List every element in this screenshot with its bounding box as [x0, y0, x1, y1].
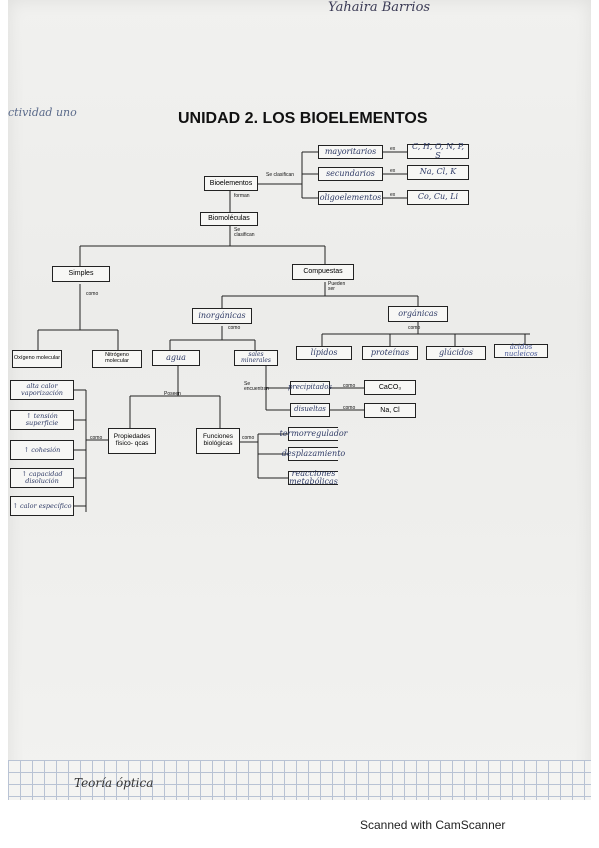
label-como-dis: como — [343, 405, 356, 411]
node-acidos-nucleicos: ácidos nucleicos — [494, 343, 548, 358]
node-proteinas: proteínas — [362, 346, 418, 360]
node-prop-alta-calor: alta calor vaporización — [10, 380, 74, 400]
scanned-paper — [8, 0, 591, 800]
node-propiedades: Propiedades físico- qcas — [108, 428, 156, 454]
label-se-clasifican-2: Se clasifican — [234, 227, 255, 239]
node-biomoleculas: Biomoléculas — [200, 212, 258, 226]
page-title: UNIDAD 2. LOS BIOELEMENTOS — [178, 110, 428, 127]
activity-label: ctividad uno — [8, 106, 77, 119]
label-se-clasifican: Se clasifican — [266, 172, 295, 178]
node-prop-tension: ↑ tensión superficie — [10, 410, 74, 430]
node-organicas: orgánicas — [388, 306, 448, 322]
label-ex-3: ex — [390, 192, 396, 198]
label-pueden-ser: Pueden ser — [328, 281, 346, 293]
scanner-credit: Scanned with CamScanner — [360, 818, 506, 832]
node-nitrogeno: Nitrógeno molecular — [92, 350, 142, 368]
node-ex-mayoritarios: C, H, O, N, P, S — [407, 142, 469, 159]
node-funciones: Funciones biológicas — [196, 428, 240, 454]
node-secundarios: secundarios — [318, 167, 383, 181]
node-compuestas: Compuestas — [292, 264, 354, 280]
node-oxigeno: Oxígeno molecular — [12, 350, 62, 368]
node-mayoritarios: mayoritarios — [318, 145, 383, 159]
label-ex-1: ex — [390, 146, 396, 152]
node-disueltas: disueltas — [290, 403, 330, 417]
node-precipitados: precipitados — [288, 381, 332, 395]
label-como-organicas: como — [408, 325, 421, 331]
node-nacl: Na, Cl — [364, 403, 416, 418]
label-como-prec: como — [343, 383, 356, 389]
node-bioelementos: Bioelementos — [204, 176, 258, 191]
node-termorregulador: termorregulador — [280, 427, 347, 441]
node-caco3: CaCO₃ — [364, 380, 416, 395]
node-prop-calor-especifico: ↑ calor específico — [10, 496, 74, 516]
label-poseen: Poseen — [164, 391, 181, 397]
label-como-simples: como — [86, 291, 99, 297]
node-agua: agua — [152, 350, 200, 366]
node-glucidos: glúcidos — [426, 346, 486, 360]
node-ex-oligoelementos: Co, Cu, Li — [407, 190, 469, 205]
node-ex-secundarios: Na, Cl, K — [407, 165, 469, 180]
node-prop-disolucion: ↑ capacidad disolución — [10, 468, 74, 488]
notebook-grid-strip — [8, 760, 591, 800]
label-se-encuentran: Se encuentran — [244, 381, 270, 393]
node-reacciones: reacciones metabólicas — [288, 468, 338, 486]
node-lipidos: lípidos — [296, 346, 352, 360]
node-simples: Simples — [52, 266, 110, 282]
label-ex-2: ex — [390, 168, 396, 174]
label-forman: forman — [234, 193, 250, 199]
node-prop-cohesion: ↑ cohesión — [10, 440, 74, 460]
bottom-handwriting: Teoría óptica — [74, 776, 154, 790]
student-name: Yahaira Barrios — [328, 0, 431, 15]
label-como-inorganicas: como — [228, 325, 241, 331]
node-desplazamiento: desplazamiento — [282, 447, 345, 461]
node-sales: sales minerales — [234, 350, 278, 366]
node-oligoelementos: oligoelementos — [318, 191, 383, 205]
label-como-func: como — [242, 435, 255, 441]
label-como-prop: como — [90, 435, 103, 441]
node-inorganicas: inorgánicas — [192, 308, 252, 324]
